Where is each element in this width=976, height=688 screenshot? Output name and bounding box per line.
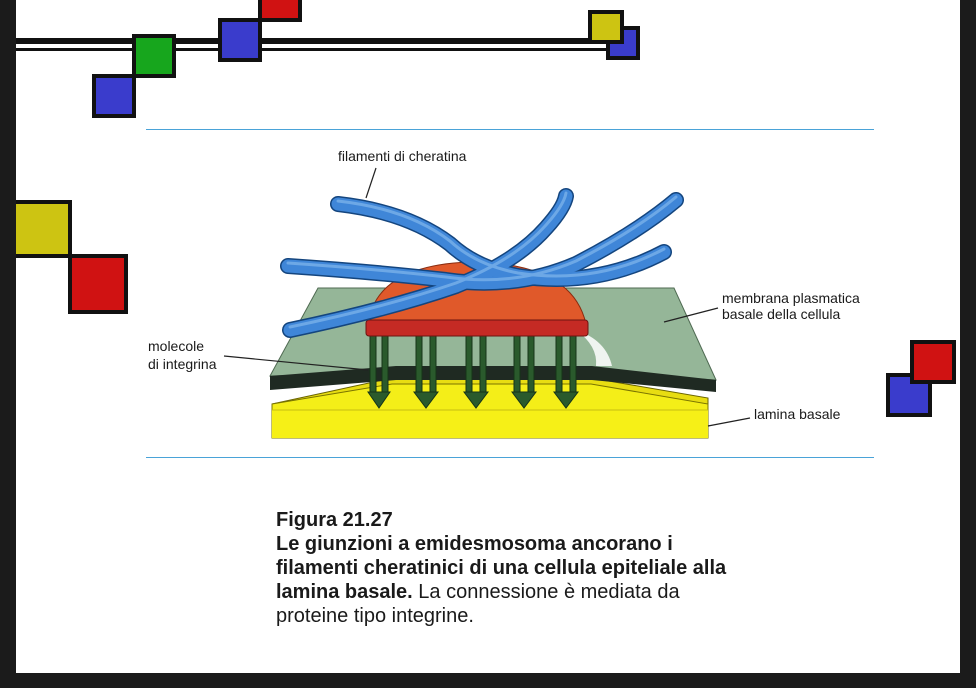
leader-lines bbox=[223, 167, 751, 427]
deco-square-yellow-left bbox=[16, 200, 72, 258]
label-integrin-line1: molecole bbox=[148, 338, 205, 354]
label-membrane-line1: membrana plasmatica bbox=[722, 290, 860, 306]
figure-caption: Figura 21.27 Le giunzioni a emidesmosoma… bbox=[276, 508, 736, 628]
caption-bold-text: Le giunzioni a emidesmosoma ancorano i f… bbox=[276, 533, 727, 603]
figure-bottom-rule bbox=[146, 457, 874, 458]
hemidesmosome-illustration bbox=[223, 167, 751, 439]
label-keratin-filaments: filamenti di cheratina bbox=[338, 148, 467, 164]
deco-square-red-right bbox=[910, 340, 956, 384]
figure-number: Figura 21.27 bbox=[276, 509, 393, 531]
label-lamina-basale: lamina basale bbox=[754, 406, 841, 422]
caption-plain-text: La connessione è mediata da proteine tip… bbox=[276, 581, 680, 627]
deco-square-blue-left bbox=[92, 74, 136, 118]
top-rail-thin bbox=[16, 48, 628, 51]
deco-square-green bbox=[132, 34, 176, 78]
slide: filamenti di cheratina membrana plasmati… bbox=[16, 0, 960, 673]
label-membrane-line2: basale della cellula bbox=[722, 306, 841, 322]
deco-square-red-left bbox=[68, 254, 128, 314]
keratin-filaments bbox=[280, 188, 684, 338]
label-integrin-line2: di integrina bbox=[148, 356, 217, 372]
deco-square-yellow-right-top bbox=[588, 10, 624, 44]
lamina-basale-layer bbox=[271, 377, 709, 439]
top-rail bbox=[16, 38, 628, 44]
deco-square-red-top bbox=[258, 0, 302, 22]
deco-square-blue-top bbox=[218, 18, 262, 62]
figure-top-rule bbox=[146, 129, 874, 130]
